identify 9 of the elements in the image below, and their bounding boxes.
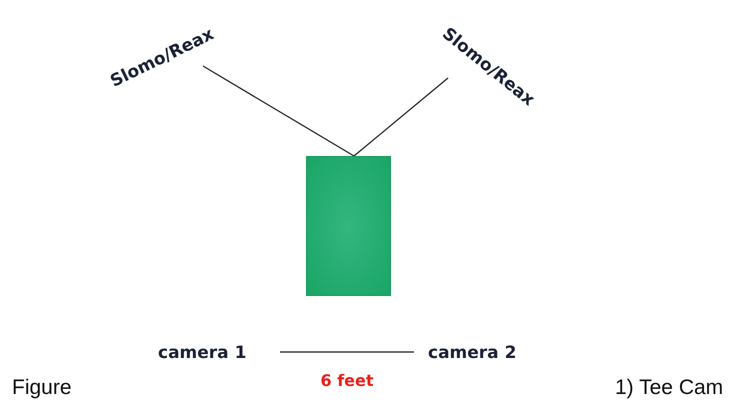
figure-label: Figure xyxy=(12,375,72,401)
connector-line xyxy=(354,78,448,156)
camera-label: camera 1 xyxy=(158,343,246,363)
camera-label: camera 2 xyxy=(428,343,516,363)
tee-box xyxy=(306,156,391,296)
distance-label: 6 feet xyxy=(320,371,374,391)
figure-caption: 1) Tee Cam xyxy=(615,375,724,401)
connector-line xyxy=(280,351,414,353)
connector-line xyxy=(202,65,354,157)
